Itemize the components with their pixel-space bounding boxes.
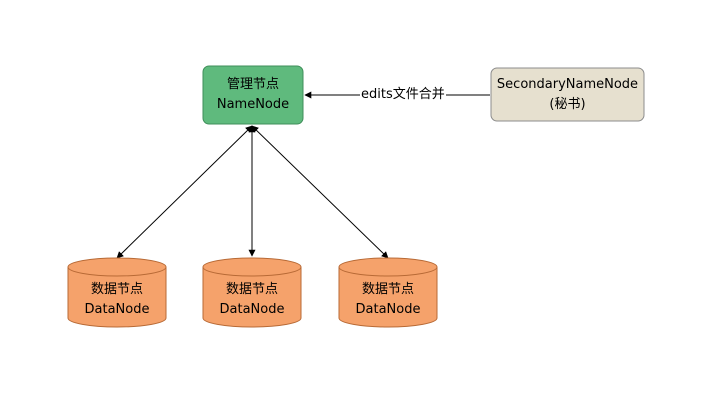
secondary-namenode-title: SecondaryNameNode [496, 76, 639, 92]
datanode-3-title: 数据节点 [361, 282, 414, 297]
secondary-namenode-box[interactable] [490, 67, 645, 122]
secondary-namenode-subtitle: (秘书) [549, 96, 586, 112]
namenode-box[interactable] [202, 65, 304, 125]
datanode-label-3: 数据节点 DataNode [339, 278, 437, 322]
secondary-namenode-label: SecondaryNameNode (秘书) [491, 68, 644, 121]
datanode-label-2: 数据节点 DataNode [203, 278, 301, 322]
datanode-cylinder-3[interactable] [338, 257, 438, 328]
namenode-label: 管理节点 NameNode [203, 66, 303, 124]
datanode-2-subtitle: DataNode [219, 302, 285, 317]
edge-label-edits-merge: edits文件合并 [360, 87, 446, 103]
edge-namenode-datanode-3 [251, 125, 389, 259]
edge-namenode-datanode-1 [116, 125, 253, 259]
datanode-label-1: 数据节点 DataNode [68, 278, 166, 322]
namenode-subtitle: NameNode [216, 97, 290, 112]
datanode-1-subtitle: DataNode [84, 302, 150, 317]
datanode-1-title: 数据节点 [90, 282, 143, 297]
datanode-2-title: 数据节点 [225, 282, 278, 297]
datanode-cylinder-1[interactable] [67, 257, 167, 328]
datanode-cylinder-2[interactable] [202, 257, 302, 328]
datanode-3-subtitle: DataNode [355, 302, 421, 317]
namenode-title: 管理节点 [226, 77, 279, 92]
